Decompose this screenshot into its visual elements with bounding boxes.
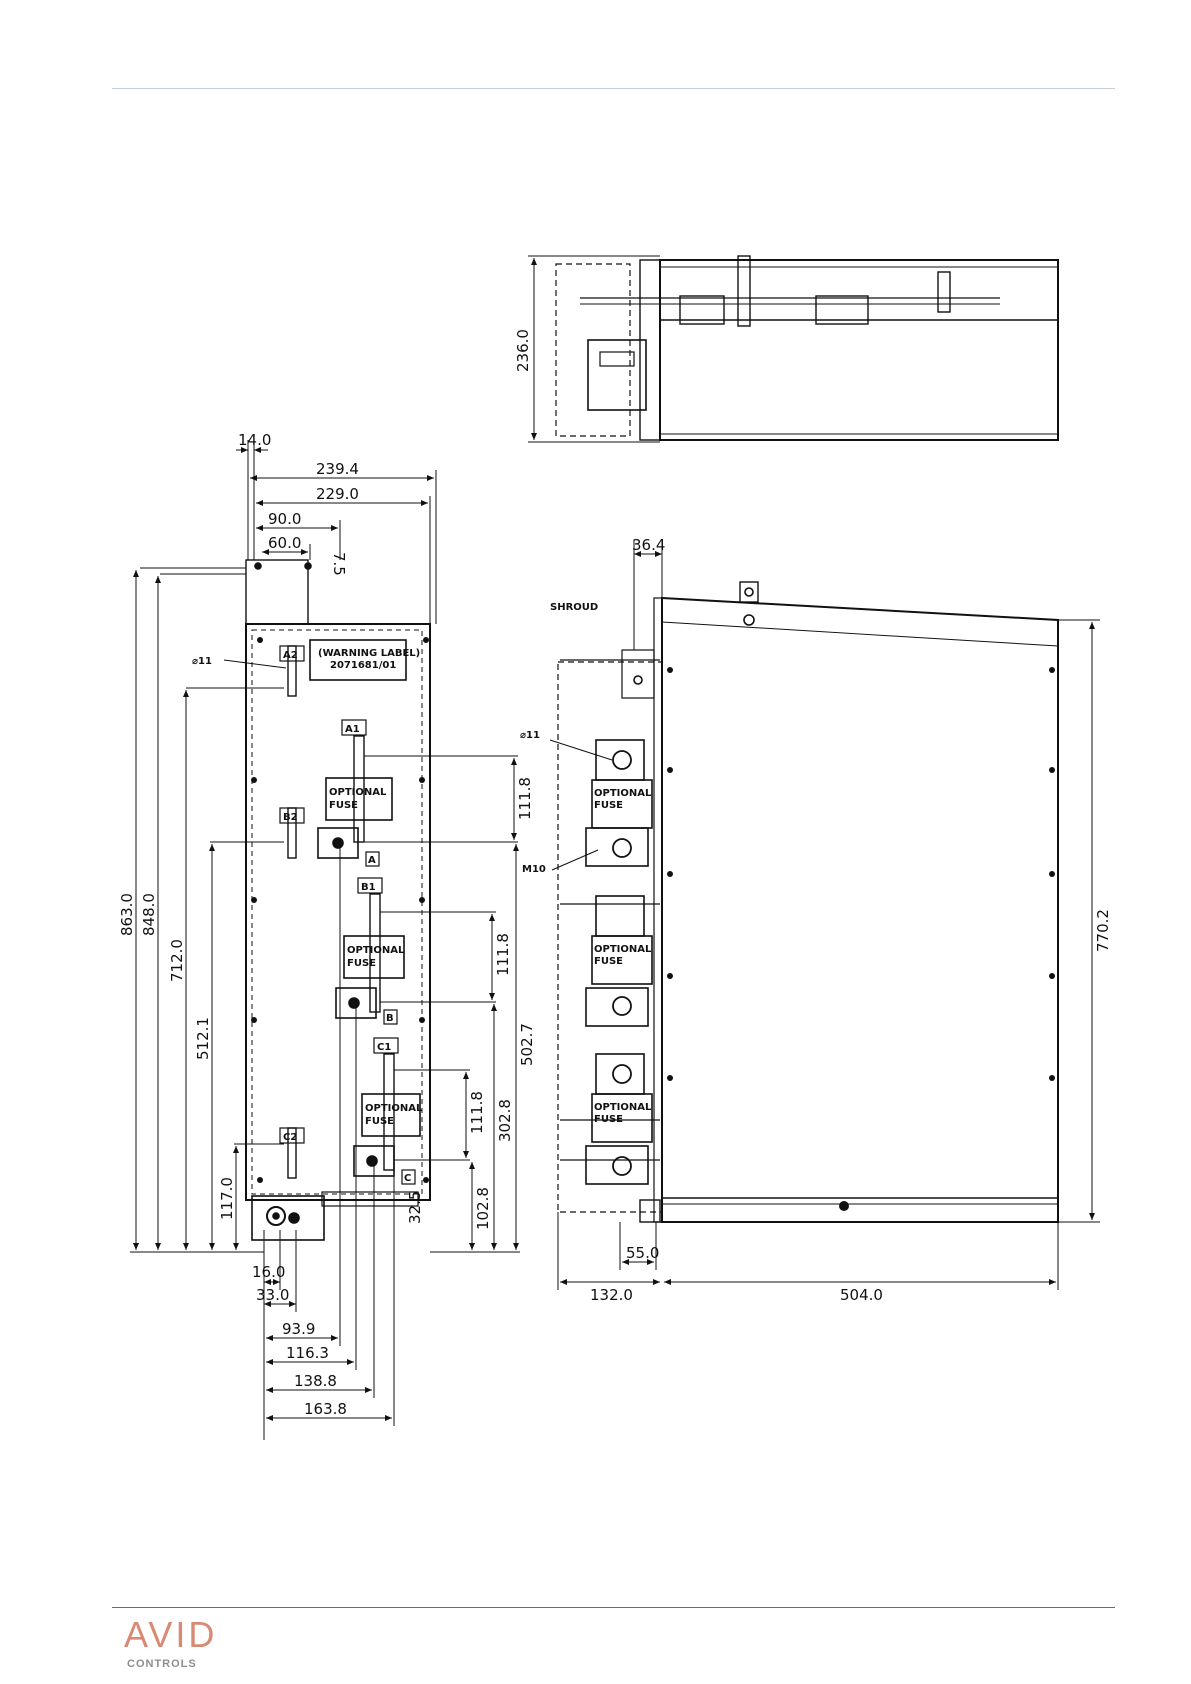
side-fuse-3-line2: FUSE bbox=[594, 1114, 623, 1125]
dim-132: 132.0 bbox=[590, 1286, 633, 1304]
front-view-dims: 14.0 239.4 229.0 90.0 60.0 7.5 863.0 848… bbox=[118, 431, 536, 1418]
dim-7-5: 7.5 bbox=[330, 552, 348, 576]
dim-502: 502.7 bbox=[518, 1023, 536, 1066]
terminal-c2: C2 bbox=[283, 1132, 297, 1143]
side-fuse-3-line1: OPTIONAL bbox=[594, 1102, 652, 1113]
top-view bbox=[528, 255, 1059, 443]
warning-label-line2: 2071681/01 bbox=[330, 660, 396, 671]
terminal-b2: B2 bbox=[283, 812, 298, 823]
dim-512: 512.1 bbox=[194, 1017, 212, 1060]
terminal-a: A bbox=[368, 855, 376, 866]
header-rule bbox=[112, 88, 1115, 89]
dim-712: 712.0 bbox=[168, 939, 186, 982]
terminal-c: C bbox=[404, 1173, 411, 1184]
terminal-a2: A2 bbox=[283, 650, 298, 661]
warning-label-line1: (WARNING LABEL) bbox=[318, 648, 420, 659]
dim-239: 239.4 bbox=[316, 460, 359, 478]
side-fuse-2-line1: OPTIONAL bbox=[594, 944, 652, 955]
dim-229: 229.0 bbox=[316, 485, 359, 503]
side-fuse-1-line2: FUSE bbox=[594, 800, 623, 811]
fuse-a-line1: OPTIONAL bbox=[329, 787, 387, 798]
terminal-c1: C1 bbox=[377, 1042, 391, 1053]
hole-dia-front: ⌀11 bbox=[192, 656, 212, 667]
dim-55: 55.0 bbox=[626, 1244, 659, 1262]
front-view-dim-lines bbox=[130, 440, 613, 1440]
side-fuse-2-line2: FUSE bbox=[594, 956, 623, 967]
dim-33: 33.0 bbox=[256, 1286, 289, 1304]
dim-60: 60.0 bbox=[268, 534, 301, 552]
dim-111-c: 111.8 bbox=[468, 1091, 486, 1134]
dim-163: 163.8 bbox=[304, 1400, 347, 1418]
fuse-c-line1: OPTIONAL bbox=[365, 1103, 423, 1114]
m10-label: M10 bbox=[522, 864, 546, 875]
dim-770: 770.2 bbox=[1094, 909, 1112, 952]
terminal-b1: B1 bbox=[361, 882, 376, 893]
dim-16: 16.0 bbox=[252, 1263, 285, 1281]
dim-90: 90.0 bbox=[268, 510, 301, 528]
dim-32: 32.5 bbox=[406, 1191, 424, 1224]
top-view-dims: 236.0 bbox=[514, 329, 532, 372]
fuse-b-line1: OPTIONAL bbox=[347, 945, 405, 956]
dim-14: 14.0 bbox=[238, 431, 271, 449]
dim-138: 138.8 bbox=[294, 1372, 337, 1390]
dim-36: 36.4 bbox=[632, 536, 665, 554]
hole-dia-side: ⌀11 bbox=[520, 730, 540, 741]
avid-controls-logo: AVID CONTROLS bbox=[124, 1615, 244, 1675]
dim-111-a: 111.8 bbox=[516, 777, 534, 820]
dim-117: 117.0 bbox=[218, 1177, 236, 1220]
side-view-dims: 36.4 770.2 55.0 132.0 504.0 bbox=[590, 536, 1112, 1304]
side-view-labels: SHROUD ⌀11 M10 OPTIONAL FUSE OPTIONAL FU… bbox=[520, 602, 652, 1125]
terminal-b: B bbox=[386, 1013, 394, 1024]
dim-116: 116.3 bbox=[286, 1344, 329, 1362]
dim-863: 863.0 bbox=[118, 893, 136, 936]
dim-302: 302.8 bbox=[496, 1099, 514, 1142]
dim-111-b: 111.8 bbox=[494, 933, 512, 976]
side-view bbox=[557, 581, 1059, 1223]
fuse-c-line2: FUSE bbox=[365, 1116, 394, 1127]
dim-102: 102.8 bbox=[474, 1187, 492, 1230]
logo-wordmark: AVID bbox=[124, 1614, 218, 1655]
dim-504: 504.0 bbox=[840, 1286, 883, 1304]
dim-93: 93.9 bbox=[282, 1320, 315, 1338]
side-view-dim-lines bbox=[557, 540, 1100, 1290]
dim-848: 848.0 bbox=[140, 893, 158, 936]
logo-subtitle: CONTROLS bbox=[127, 1658, 197, 1670]
dim-236: 236.0 bbox=[514, 329, 532, 372]
footer-rule bbox=[112, 1607, 1115, 1608]
front-view-labels: (WARNING LABEL) 2071681/01 ⌀11 A2 B2 C2 … bbox=[192, 648, 423, 1184]
terminal-a1: A1 bbox=[345, 724, 360, 735]
shroud-label: SHROUD bbox=[550, 602, 598, 613]
fuse-b-line2: FUSE bbox=[347, 958, 376, 969]
side-fuse-1-line1: OPTIONAL bbox=[594, 788, 652, 799]
fuse-a-line2: FUSE bbox=[329, 800, 358, 811]
